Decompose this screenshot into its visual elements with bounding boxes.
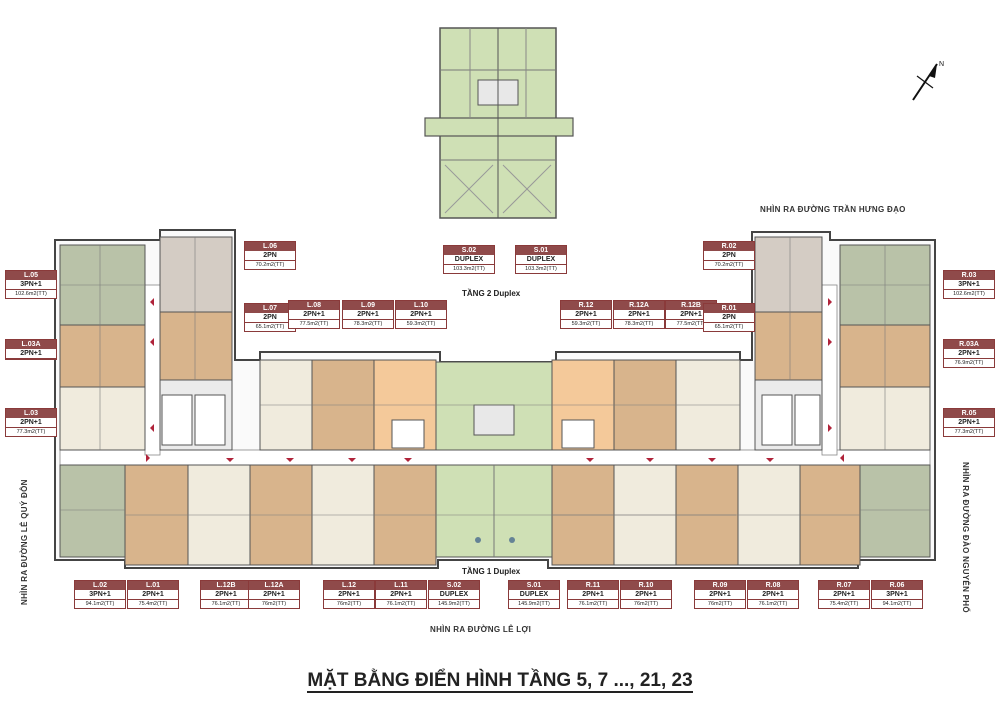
street-label-right: NHÌN RA ĐƯỜNG ĐÀO NGUYÊN PHỐ: [961, 462, 970, 613]
unit-label-l02: L.02 3PN+1 94.1m2(TT): [74, 580, 126, 609]
unit-label-r02: R.02 2PN 70.2m2(TT): [703, 241, 755, 270]
street-label-left: NHÌN RA ĐƯỜNG LÊ QUÝ ĐÔN: [20, 479, 29, 605]
main-floor: [54, 229, 936, 569]
unit-label-r10: R.10 2PN+1 76m2(TT): [620, 580, 672, 609]
unit-label-r05: R.05 2PN+1 77.3m2(TT): [943, 408, 995, 437]
duplex-floor-2: [424, 27, 574, 219]
unit-label-l11: L.11 2PN+1 76.1m2(TT): [375, 580, 427, 609]
unit-label-r01: R.01 2PN 65.1m2(TT): [703, 303, 755, 332]
unit-label-l06: L.06 2PN 70.2m2(TT): [244, 241, 296, 270]
unit-label-s02-bottom: S.02 DUPLEX 145.9m2(TT): [428, 580, 480, 609]
page-title: MẶT BẰNG ĐIỂN HÌNH TẦNG 5, 7 ..., 21, 23: [307, 670, 693, 693]
unit-label-l10: L.10 2PN+1 59.3m2(TT): [395, 300, 447, 329]
unit-label-r06: R.06 3PN+1 94.1m2(TT): [871, 580, 923, 609]
svg-text:N: N: [939, 61, 944, 68]
unit-label-s02-top: S.02 DUPLEX 103.3m2(TT): [443, 245, 495, 274]
unit-label-l03a: L.03A 2PN+1: [5, 339, 57, 360]
unit-label-l12b: L.12B 2PN+1 76.1m2(TT): [200, 580, 252, 609]
unit-label-r08: R.08 2PN+1 76.1m2(TT): [747, 580, 799, 609]
unit-label-l08: L.08 2PN+1 77.5m2(TT): [288, 300, 340, 329]
floor-caption-duplex1: TẦNG 1 Duplex: [462, 567, 521, 576]
street-label-bottom: NHÌN RA ĐƯỜNG LÊ LỢI: [430, 625, 532, 634]
unit-label-l09: L.09 2PN+1 78.3m2(TT): [342, 300, 394, 329]
unit-label-s01-top: S.01 DUPLEX 103.3m2(TT): [515, 245, 567, 274]
unit-label-r07: R.07 2PN+1 75.4m2(TT): [818, 580, 870, 609]
unit-label-r03: R.03 3PN+1 102.6m2(TT): [943, 270, 995, 299]
unit-label-l12a: L.12A 2PN+1 76m2(TT): [248, 580, 300, 609]
north-arrow-icon: N: [912, 61, 944, 101]
unit-label-l03: L.03 2PN+1 77.3m2(TT): [5, 408, 57, 437]
unit-label-r03a: R.03A 2PN+1 76.9m2(TT): [943, 339, 995, 368]
unit-label-l01: L.01 2PN+1 75.4m2(TT): [127, 580, 179, 609]
unit-label-s01-bottom: S.01 DUPLEX 145.9m2(TT): [508, 580, 560, 609]
unit-label-r12a: R.12A 2PN+1 78.3m2(TT): [613, 300, 665, 329]
unit-label-l07: L.07 2PN 65.1m2(TT): [244, 303, 296, 332]
unit-label-r12: R.12 2PN+1 59.3m2(TT): [560, 300, 612, 329]
street-label-top: NHÌN RA ĐƯỜNG TRẦN HƯNG ĐẠO: [760, 205, 906, 214]
floor-caption-duplex2: TẦNG 2 Duplex: [462, 289, 521, 298]
unit-label-r11: R.11 2PN+1 76.1m2(TT): [567, 580, 619, 609]
unit-label-l12: L.12 2PN+1 76m2(TT): [323, 580, 375, 609]
unit-label-l05: L.05 3PN+1 102.6m2(TT): [5, 270, 57, 299]
unit-label-r09: R.09 2PN+1 76m2(TT): [694, 580, 746, 609]
